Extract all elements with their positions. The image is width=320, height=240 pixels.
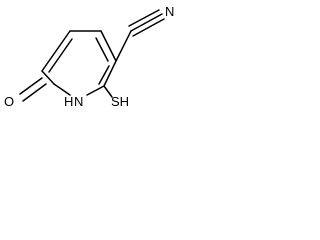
bond-c4-c3 xyxy=(100,30,117,62)
bond-carbonyl-o xyxy=(19,77,43,95)
bond-c2-n1 xyxy=(86,85,105,96)
bond-nitrile-triple-3 xyxy=(132,18,165,37)
bond-c2-s xyxy=(103,85,113,98)
pyridine-ring xyxy=(41,30,117,96)
bond-c6-carbonyl xyxy=(41,70,55,85)
bond-c6-c5-inner xyxy=(48,38,73,73)
bond-c3-c2 xyxy=(103,60,117,87)
thiol-label: SH xyxy=(111,94,129,109)
chemical-structure: O N H SH N xyxy=(4,4,174,109)
bond-n1-c6 xyxy=(53,83,71,96)
bond-nitrile-triple-1 xyxy=(130,13,163,32)
bond-c6-c5 xyxy=(41,30,71,72)
bond-c3-c2-inner xyxy=(98,65,110,85)
bond-nitrile-triple-2 xyxy=(128,9,160,27)
bond-c3-cnitrile xyxy=(115,30,132,62)
ring-nitrogen-label: N xyxy=(74,94,83,109)
nitrile-group xyxy=(115,9,165,62)
bond-c4-c3-inner xyxy=(95,37,109,62)
ring-hydrogen-label: H xyxy=(64,94,73,109)
nitrile-nitrogen-label: N xyxy=(165,4,174,19)
oxygen-label: O xyxy=(4,94,14,109)
carbonyl-group xyxy=(19,70,55,102)
bond-carbonyl-o-2 xyxy=(22,83,47,102)
